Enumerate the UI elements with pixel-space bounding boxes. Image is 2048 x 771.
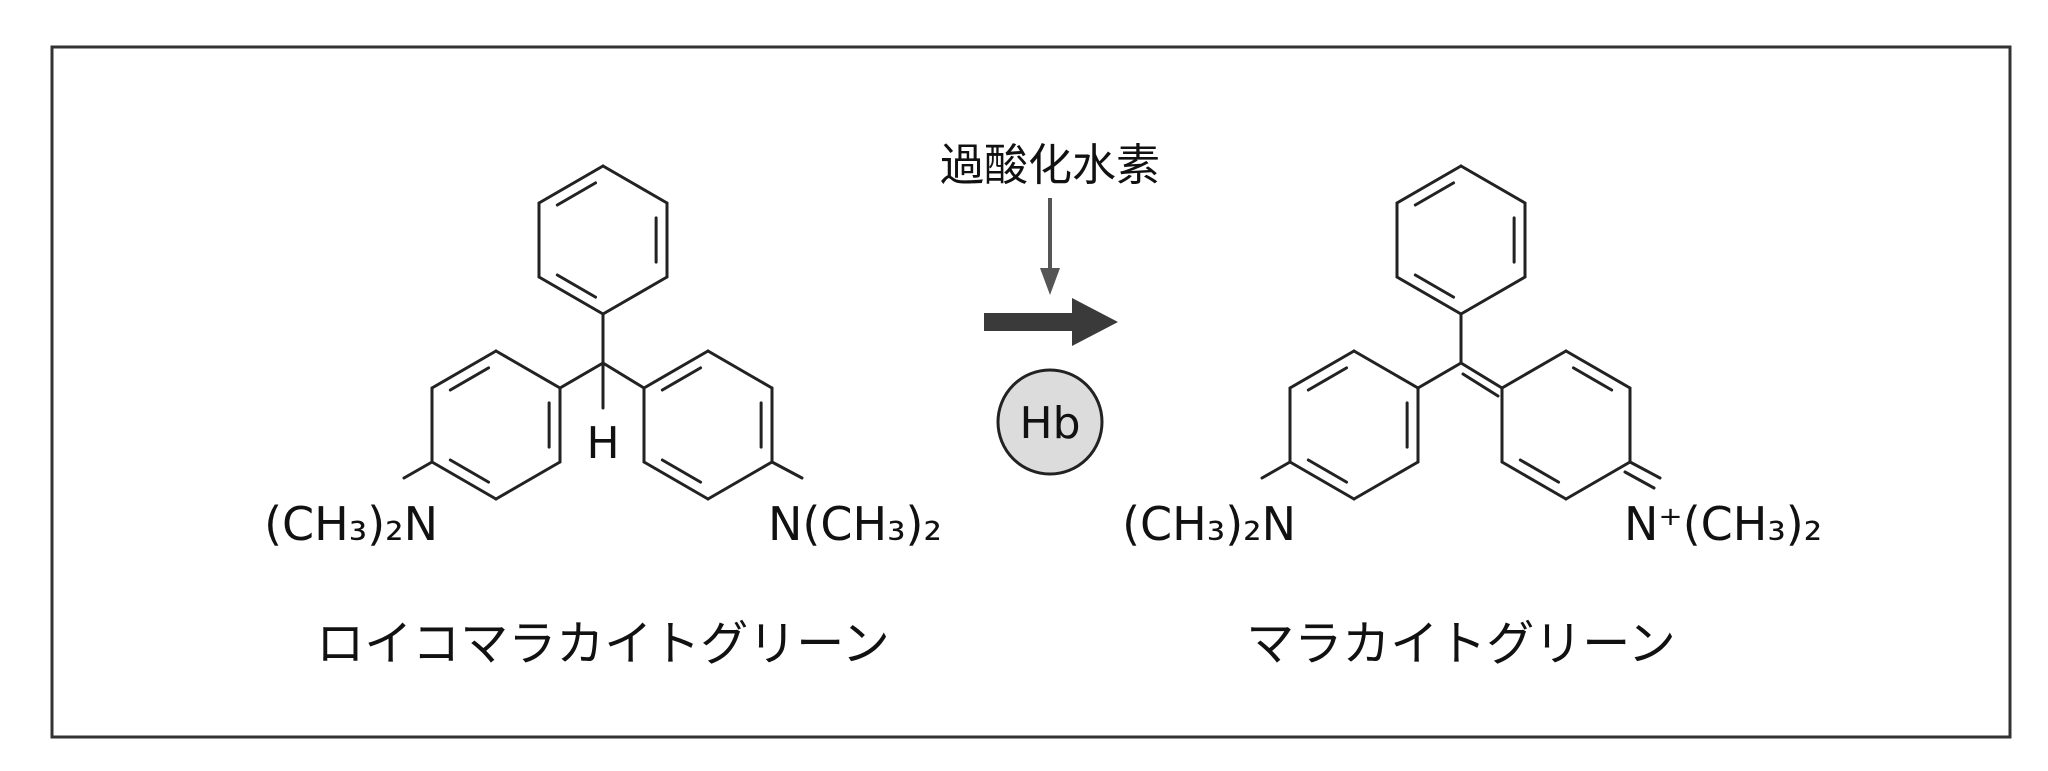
ring-bond	[642, 349, 710, 390]
reactant-left-amine-label: (CH₃)₂N	[264, 497, 438, 551]
ring-bond	[1500, 349, 1568, 390]
ring-bond	[430, 349, 498, 390]
c-n-bond	[1628, 460, 1662, 480]
central-bond	[601, 361, 646, 390]
double-bond-line	[448, 366, 491, 392]
catalyst-badge: Hb	[996, 368, 1104, 476]
central-bond	[1459, 361, 1504, 390]
central-bond	[1416, 361, 1463, 390]
catalyst-label: Hb	[1019, 398, 1080, 449]
ring-bond	[601, 164, 669, 205]
double-bond-line	[448, 458, 491, 484]
ring-bond	[1395, 164, 1463, 205]
ring-bond	[537, 275, 605, 316]
double-bond-line	[1571, 366, 1614, 392]
ring-bond	[494, 349, 562, 390]
double-bond-line	[555, 181, 598, 207]
double-bond-line	[660, 366, 703, 392]
ring-bond	[1459, 275, 1527, 316]
ring-bond	[1288, 349, 1356, 390]
ring-bond	[706, 349, 774, 390]
product-name: マラカイトグリーン	[1246, 616, 1676, 672]
c-n-bond	[1260, 460, 1292, 480]
ring-bond	[1288, 460, 1356, 501]
double-bond-line	[1413, 273, 1456, 299]
ring-bond	[1500, 460, 1568, 501]
ring-bond	[1352, 349, 1420, 390]
product-left-amine-label: (CH₃)₂N	[1122, 497, 1296, 551]
ring-bond	[1395, 275, 1463, 316]
reaction-arrow-icon	[984, 298, 1118, 346]
ring-bond	[537, 164, 605, 205]
c-n-double-bond	[1623, 470, 1656, 490]
double-bond-line	[660, 458, 703, 484]
ring-bond	[706, 460, 774, 501]
double-bond-line	[1413, 181, 1456, 207]
double-bond-line	[1306, 366, 1349, 392]
reagent-label: 過酸化水素	[940, 140, 1160, 191]
ring-bond	[430, 460, 498, 501]
reactant-name: ロイコマラカイトグリーン	[316, 616, 890, 672]
exocyclic-double-bond	[1461, 372, 1500, 398]
central-hydrogen-label: H	[586, 418, 619, 469]
ring-bond	[1564, 349, 1632, 390]
central-bond	[558, 361, 605, 390]
reactant-right-amine-label: N(CH₃)₂	[768, 497, 942, 551]
c-n-bond	[770, 460, 804, 480]
ring-bond	[601, 275, 669, 316]
double-bond-line	[555, 273, 598, 299]
ring-bond	[494, 460, 562, 501]
c-n-bond	[402, 460, 434, 480]
ring-bond	[642, 460, 710, 501]
leucomalachite-green-structure	[402, 164, 804, 501]
malachite-green-structure	[1260, 164, 1662, 501]
double-bond-line	[1306, 458, 1349, 484]
ring-bond	[1564, 460, 1632, 501]
product-right-iminium-label: N⁺(CH₃)₂	[1624, 497, 1822, 551]
reagent-down-arrow-icon	[1040, 198, 1060, 295]
ring-bond	[1459, 164, 1527, 205]
double-bond-line	[1518, 458, 1561, 484]
ring-bond	[1352, 460, 1420, 501]
